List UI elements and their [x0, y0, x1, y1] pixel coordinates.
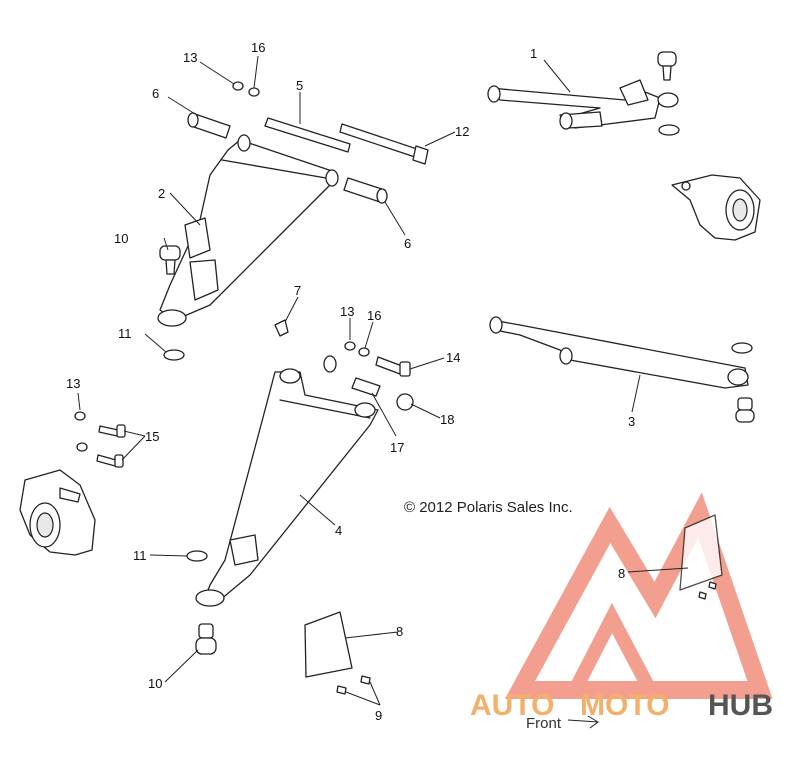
part-bolt-14 — [375, 356, 411, 377]
watermark-hub: HUB — [708, 689, 773, 722]
callout-5: 5 — [296, 78, 303, 93]
part-long-bolt — [339, 123, 429, 165]
callout-16-top: 16 — [251, 40, 265, 55]
callout-16-middle: 16 — [367, 308, 381, 323]
watermark-moto: MOTO — [580, 689, 669, 722]
part-nut-left-2 — [76, 442, 88, 452]
callout-8-left: 8 — [396, 624, 403, 639]
callout-3: 3 — [628, 414, 635, 429]
watermark-auto: AUTO — [470, 689, 554, 722]
copyright-text: © 2012 Polaris Sales Inc. — [404, 499, 573, 516]
part-ball-joint-lower-left — [195, 623, 217, 655]
part-upper-a-arm-left — [157, 134, 339, 327]
part-pivot-shaft — [264, 117, 351, 153]
ring-left-lower — [186, 550, 208, 562]
part-nut-middle — [344, 341, 356, 351]
part-bushing-middle — [343, 177, 388, 204]
callout-8-right: 8 — [618, 566, 625, 581]
part-bushing-18 — [396, 393, 414, 411]
part-screw-3 — [698, 591, 707, 600]
part-screw-2 — [360, 675, 371, 685]
part-ball-joint-upper-left — [159, 245, 181, 275]
part-guard-plate-right — [679, 514, 723, 591]
part-steering-knuckle-left — [19, 469, 96, 556]
ring-left-upper — [163, 349, 185, 361]
part-guard-plate-left — [304, 611, 353, 678]
part-bushing-top — [187, 112, 231, 139]
callout-13-top: 13 — [183, 50, 197, 65]
ring-right-upper — [658, 124, 680, 136]
callout-15: 15 — [145, 429, 159, 444]
part-ball-joint-lower-right — [735, 397, 755, 423]
front-label: Front — [526, 715, 562, 732]
watermark-logo — [504, 492, 773, 699]
callout-11-lower: 11 — [133, 548, 147, 563]
part-bolt-15-lower — [96, 454, 124, 468]
part-lower-a-arm-left — [195, 368, 379, 607]
callout-12: 12 — [455, 124, 469, 139]
leader-lines — [77, 55, 689, 729]
part-bushing-17 — [351, 377, 381, 397]
part-washer-top — [248, 87, 260, 97]
part-clip — [274, 319, 289, 337]
callout-10-upper: 10 — [114, 231, 128, 246]
part-lower-a-arm-right — [489, 316, 749, 389]
callout-18: 18 — [440, 412, 454, 427]
part-nut-left — [74, 411, 86, 421]
callout-13-middle: 13 — [340, 304, 354, 319]
watermark-wordmark: AUTO MOTO HUB — [470, 689, 773, 722]
callout-9: 9 — [375, 708, 382, 723]
part-nut-top — [232, 81, 244, 91]
callout-labels: 1 2 3 4 5 6 6 7 8 8 9 10 10 11 11 12 13 … — [66, 40, 635, 723]
part-ball-joint-upper-right — [657, 51, 677, 81]
part-screw-1 — [336, 685, 347, 695]
callout-4: 4 — [335, 523, 342, 538]
part-washer-middle — [358, 347, 370, 357]
part-screw-4 — [708, 581, 717, 590]
part-bushing-small — [323, 355, 337, 373]
callout-6-middle: 6 — [404, 236, 411, 251]
callout-6-top: 6 — [152, 86, 159, 101]
callout-11-upper: 11 — [118, 326, 132, 341]
callout-13-left: 13 — [66, 376, 80, 391]
ring-right-lower — [731, 342, 753, 354]
callout-2: 2 — [158, 186, 165, 201]
callout-10-lower: 10 — [148, 676, 162, 691]
callout-7: 7 — [294, 283, 301, 298]
callout-17: 17 — [390, 440, 404, 455]
callout-14: 14 — [446, 350, 460, 365]
part-bolt-15-upper — [98, 424, 126, 438]
callout-1: 1 — [530, 46, 537, 61]
part-upper-a-arm-right — [487, 79, 679, 130]
part-steering-knuckle-right — [671, 174, 761, 241]
